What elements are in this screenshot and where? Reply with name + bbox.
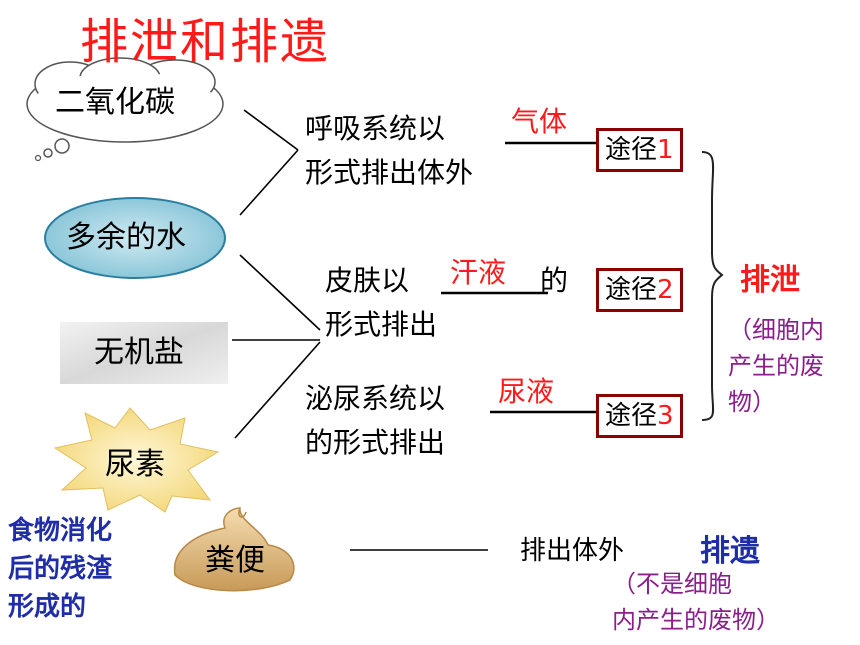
salt-label: 无机盐: [94, 335, 184, 370]
route2-text-b: 形式排出: [325, 308, 438, 341]
excretion-note-line3: 物）: [728, 388, 776, 416]
excretion-note-line2: 产生的废: [728, 352, 824, 380]
brace: [701, 151, 724, 421]
page-title: 排泄和排遗: [80, 14, 331, 70]
feces-shape: [173, 507, 295, 592]
route1-text-a: 呼吸系统以: [305, 112, 446, 145]
route1-box: 途径1: [596, 128, 683, 172]
egestion-note: （不是细胞 内产生的废物）: [612, 566, 780, 638]
route3-box-label: 途径: [605, 401, 658, 431]
water-ellipse: [44, 197, 226, 279]
connector-lines: [232, 109, 488, 551]
egestion-note-line1: （不是细胞: [612, 570, 732, 598]
urea-burst: [53, 407, 220, 513]
route1-box-label: 途径: [605, 135, 658, 165]
urea-label: 尿素: [105, 447, 165, 482]
route3-box-num: 3: [657, 401, 674, 431]
egestion-out: 排出体外: [520, 536, 625, 566]
egestion-note-line2: 内产生的废物）: [612, 606, 780, 634]
excretion-note: （细胞内 产生的废 物）: [728, 312, 824, 420]
route2-box-label: 途径: [605, 275, 658, 305]
route3-text-b: 的形式排出: [305, 426, 446, 459]
route2-text-a: 皮肤以: [325, 264, 410, 297]
feces-label: 粪便: [205, 543, 265, 578]
digest-note-line1: 食物消化: [8, 516, 113, 546]
water-label: 多余的水: [66, 220, 186, 255]
digest-note: 食物消化 后的残渣 形成的: [8, 512, 112, 626]
route1-blank: 气体: [511, 105, 568, 138]
route1-text-b: 形式排出体外: [305, 156, 474, 189]
salt-block: [60, 322, 228, 384]
cloud-shape: [26, 57, 224, 162]
route1-box-num: 1: [657, 135, 674, 165]
route3-text-a: 泌尿系统以: [305, 382, 446, 415]
digest-note-line2: 后的残渣: [8, 554, 113, 584]
excretion-label: 排泄: [740, 263, 800, 298]
excretion-note-line1: （细胞内: [728, 316, 824, 344]
co2-label: 二氧化碳: [55, 85, 175, 120]
route2-blank: 汗液: [450, 256, 507, 289]
egestion-label: 排遗: [700, 534, 760, 569]
route2-box-num: 2: [657, 275, 674, 305]
route3-blank: 尿液: [498, 375, 555, 408]
route2-text-a2: 的: [540, 264, 569, 297]
route3-box: 途径3: [596, 394, 683, 438]
digest-note-line3: 形成的: [8, 592, 87, 622]
route2-box: 途径2: [596, 268, 683, 312]
